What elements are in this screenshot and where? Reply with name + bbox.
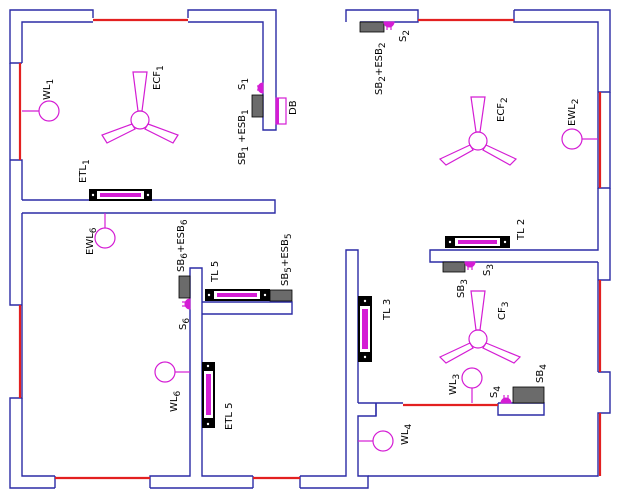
tube-light-etl5 — [202, 362, 215, 428]
wall-light-wl4: WL4 — [358, 424, 414, 452]
switchboard-sb1 — [251, 94, 264, 118]
wall-light-ewl6: EWL6 — [85, 213, 116, 255]
ceiling-fan-ecf2 — [438, 96, 518, 166]
label-ecf2: ECF2 — [496, 97, 510, 122]
switchboard-sb3 — [442, 261, 466, 273]
wall-light-wl1: WL1 — [22, 79, 60, 122]
label-sb1: SB1 +ESB1 — [237, 109, 251, 165]
label-ewl2: EWL2 — [567, 98, 581, 126]
label-sb4: SB4 — [535, 364, 549, 383]
switchboard-sb6 — [178, 275, 191, 299]
label-tl5: TL 5 — [210, 261, 221, 283]
label-etl1: ETL1 — [78, 159, 92, 183]
ceiling-fan-cf3 — [438, 290, 522, 364]
wall-light-wl6: WL6 — [154, 361, 190, 412]
label-sb6: SB6+ESB6 — [176, 219, 190, 272]
tube-light-tl2 — [445, 236, 510, 248]
label-s3: S3 — [482, 264, 496, 276]
label-wl6: WL6 — [169, 391, 183, 412]
label-cf3: CF3 — [497, 302, 511, 320]
switchboard-sb2 — [359, 21, 385, 33]
label-ecf1: ECF1 — [152, 65, 166, 90]
distribution-board-db: DB — [275, 97, 299, 125]
switchboard-sb5 — [269, 289, 293, 302]
label-tl3: TL 3 — [382, 299, 393, 321]
wall-light-ewl2: EWL2 — [561, 98, 598, 150]
tube-light-etl1 — [89, 189, 152, 201]
label-sb2: SB2+ESB2 — [374, 42, 388, 95]
label-wl3: WL3 — [448, 374, 462, 395]
label-tl2: TL 2 — [516, 219, 527, 241]
switch-s4 — [500, 395, 512, 404]
switch-s3 — [464, 261, 476, 270]
ceiling-fan-ecf1 — [101, 71, 179, 144]
switch-s1: S1 — [237, 78, 264, 94]
label-s6: S6 — [178, 318, 192, 330]
switch-s2 — [383, 21, 395, 30]
walls — [9, 9, 611, 489]
label-s4: S4 — [489, 386, 503, 398]
label-s2: S2 — [398, 30, 412, 42]
label-wl4: WL4 — [400, 424, 414, 445]
tube-light-tl3 — [358, 296, 372, 362]
switch-s6 — [182, 298, 191, 310]
tube-light-tl5 — [205, 289, 270, 301]
label-db: DB — [288, 100, 299, 115]
label-wl1: WL1 — [42, 79, 56, 100]
label-s1: S1 — [237, 78, 251, 90]
label-sb3: SB3 — [456, 279, 470, 298]
switchboard-sb4 — [512, 386, 545, 404]
label-ewl6: EWL6 — [85, 227, 99, 255]
wall-light-wl3: WL3 — [448, 367, 483, 403]
label-etl5: ETL 5 — [224, 402, 235, 430]
windows — [18, 18, 602, 480]
label-sb5: SB5+ESB5 — [280, 233, 294, 286]
